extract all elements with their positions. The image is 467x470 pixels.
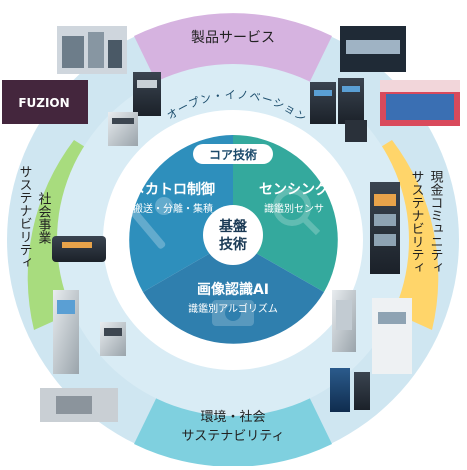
magnifier-icon: [273, 188, 321, 236]
photo-bill-validator-2: [108, 112, 138, 146]
label-social-business-2: サステナビリティ: [17, 165, 32, 269]
sector-image-ai: [143, 240, 324, 344]
core-title: コア技術: [209, 147, 257, 162]
photo-server-rack: [330, 368, 370, 412]
photo-sorter-machine: [340, 26, 406, 72]
center-text-1: 基盤: [219, 218, 248, 235]
sector-title-sensing: センシング: [259, 181, 329, 198]
photo-coin-mechanism: [100, 322, 126, 356]
label-cash-community-2: サステナビリティ: [409, 170, 424, 274]
photo-gaming-hall: [380, 80, 460, 126]
photo-cabinet-tall: [332, 290, 356, 352]
photo-factory: [57, 26, 127, 74]
photo-printer: [52, 236, 106, 262]
sector-title-image-ai: 画像認識AI: [197, 281, 269, 298]
sector-subtitle-sensing: 識鑑別センサ: [264, 202, 324, 215]
label-cash-community: 現金コミュニティ: [428, 170, 444, 274]
sector-sensing: [233, 135, 338, 292]
wrench-icon: [130, 197, 173, 249]
photo-validators-pair: [310, 78, 367, 142]
sector-subtitle-image-ai: 識鑑別アルゴリズム: [188, 302, 278, 315]
photo-cabinet-white: [372, 298, 412, 374]
sector-subtitle-mechatronics: 搬送・分離・集積: [133, 202, 213, 215]
sector-title-mechatronics: メカトロ制御: [131, 181, 215, 198]
photo-event-logo: FUZION: [2, 80, 88, 124]
label-social-business: 社会事業: [36, 191, 52, 244]
core-title-badge: [193, 144, 273, 164]
photo-kiosk-1: [53, 290, 79, 374]
camera-icon: [212, 300, 254, 326]
sector-mechatronics: [129, 135, 233, 292]
photo-bill-validator-1: [133, 72, 161, 116]
label-product-service: 製品サービス: [191, 30, 275, 46]
center-disc: [203, 205, 263, 265]
label-environment-social-2: サステナビリティ: [182, 429, 285, 444]
label-environment-social: 環境・社会: [200, 409, 265, 425]
center-text-2: 技術: [219, 236, 247, 253]
photo-robot-arm: [40, 388, 118, 422]
core-circle: [129, 135, 338, 344]
photo-tower-unit: [370, 182, 400, 274]
fuzion-logo-text: FUZION: [18, 96, 69, 110]
